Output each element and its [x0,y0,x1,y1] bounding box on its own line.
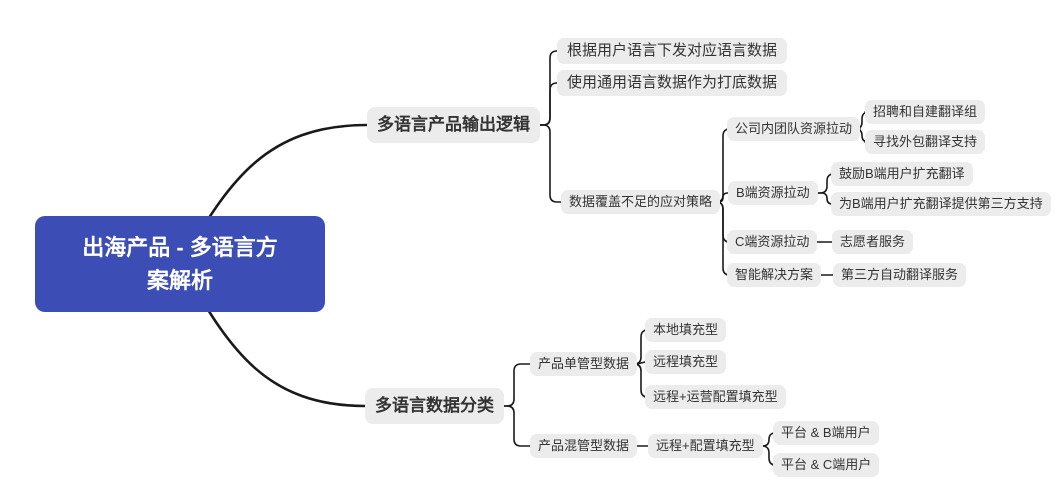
mindmap-node[interactable]: 多语言数据分类 [365,388,504,424]
mindmap-node[interactable]: 第三方自动翻译服务 [833,263,967,287]
mindmap-node[interactable]: 平台 & B端用户 [773,421,879,445]
mindmap-node[interactable]: 使用通用语言数据作为打底数据 [557,70,788,96]
mindmap-node[interactable]: 志愿者服务 [832,230,914,254]
mindmap-node[interactable]: 寻找外包翻译支持 [865,130,986,154]
mindmap-node[interactable]: 多语言产品输出逻辑 [367,107,540,143]
mindmap-node[interactable]: C端资源拉动 [727,230,818,254]
mindmap-node[interactable]: 远程+配置填充型 [648,434,763,458]
mindmap-node[interactable]: 远程+运营配置填充型 [645,385,786,409]
mindmap-node[interactable]: 产品单管型数据 [530,352,638,376]
mindmap-node[interactable]: B端资源拉动 [728,181,818,205]
connector [503,405,531,447]
mindmap-node[interactable]: 平台 & C端用户 [773,453,880,477]
mindmap-node[interactable]: 为B端用户扩充翻译提供第三方支持 [831,192,1051,216]
mindmap-node[interactable]: 数据覆盖不足的应对策略 [561,190,721,214]
mindmap-node[interactable]: 本地填充型 [645,318,727,342]
mindmap-node[interactable]: 远程填充型 [645,350,727,374]
mindmap-node[interactable]: 智能解决方案 [727,263,822,287]
connector [539,124,562,203]
mindmap-node[interactable]: 根据用户语言下发对应语言数据 [557,38,788,64]
mindmap-node[interactable]: 鼓励B端用户扩充翻译 [831,162,973,186]
mindmap-node[interactable]: 产品混管型数据 [530,434,638,458]
connector [636,361,646,365]
connector [817,192,833,205]
mindmap-node[interactable]: 公司内团队资源拉动 [727,117,861,141]
mindmap-node[interactable]: 招聘和自建翻译组 [865,100,986,124]
root-topic-node[interactable]: 出海产品 - 多语言方案解析 [35,216,325,312]
